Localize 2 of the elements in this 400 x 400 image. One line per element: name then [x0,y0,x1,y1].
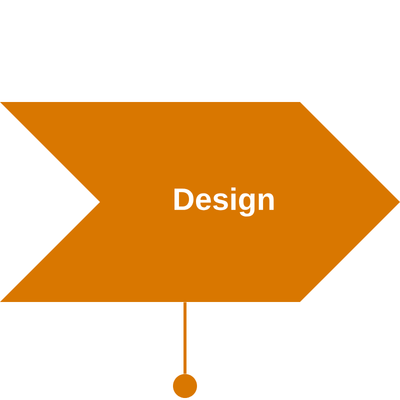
circle-marker [173,374,197,398]
connector-line [184,302,186,374]
